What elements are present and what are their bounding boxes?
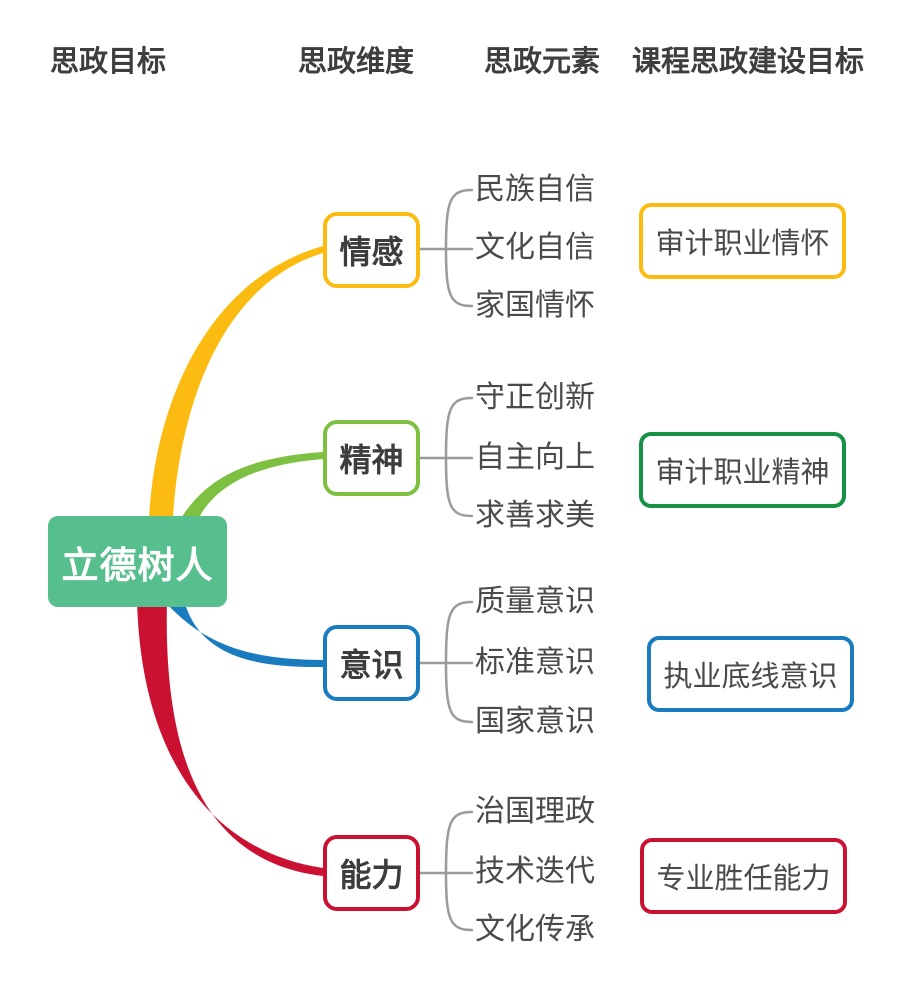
items-brace-emotion <box>418 188 474 308</box>
goal-label: 执业底线意识 <box>663 661 838 693</box>
element-label: 家国情怀 <box>475 289 595 322</box>
goal-label: 审计职业情怀 <box>655 228 830 260</box>
root-node-label: 立德树人 <box>61 544 214 586</box>
column-header-element: 思政元素 <box>484 46 601 78</box>
goal-node-spirit: 审计职业精神 <box>639 432 846 508</box>
element-label: 民族自信 <box>475 173 595 206</box>
dimension-label: 意识 <box>339 647 404 683</box>
root-node: 立德树人 <box>48 516 227 607</box>
items-brace-ability <box>418 810 474 932</box>
element-label: 守正创新 <box>475 381 595 414</box>
items-brace-spirit <box>418 396 474 518</box>
goal-label: 专业胜任能力 <box>656 863 831 895</box>
branch-curve-ability <box>137 600 323 876</box>
dimension-label: 情感 <box>339 234 404 270</box>
dimension-node-awareness: 意识 <box>323 625 420 701</box>
element-label: 文化传承 <box>475 913 595 946</box>
dimension-node-emotion: 情感 <box>323 212 420 288</box>
element-label: 治国理政 <box>475 795 595 828</box>
goal-node-awareness: 执业底线意识 <box>647 636 854 712</box>
element-label: 质量意识 <box>475 585 595 618</box>
dimension-label: 精神 <box>339 442 404 478</box>
element-label: 技术迭代 <box>475 855 595 888</box>
column-header-ideology-goal: 思政目标 <box>50 46 167 78</box>
element-label: 自主向上 <box>475 441 595 474</box>
branch-curve-awareness <box>167 604 325 668</box>
goal-label: 审计职业精神 <box>655 457 830 489</box>
dimension-node-spirit: 精神 <box>323 420 420 496</box>
column-header-construction-goal: 课程思政建设目标 <box>632 46 865 78</box>
branch-curve-emotion <box>148 246 323 560</box>
dimension-node-ability: 能力 <box>323 835 420 911</box>
item-braces <box>418 188 474 932</box>
goal-node-ability: 专业胜任能力 <box>640 838 847 914</box>
column-header-dimension: 思政维度 <box>298 46 415 78</box>
element-label: 求善求美 <box>475 499 595 532</box>
items-brace-awareness <box>418 600 474 724</box>
dimension-label: 能力 <box>339 857 404 893</box>
goal-node-emotion: 审计职业情怀 <box>639 203 846 279</box>
element-label: 文化自信 <box>475 231 595 264</box>
element-label: 国家意识 <box>475 705 595 738</box>
element-label: 标准意识 <box>475 646 595 679</box>
